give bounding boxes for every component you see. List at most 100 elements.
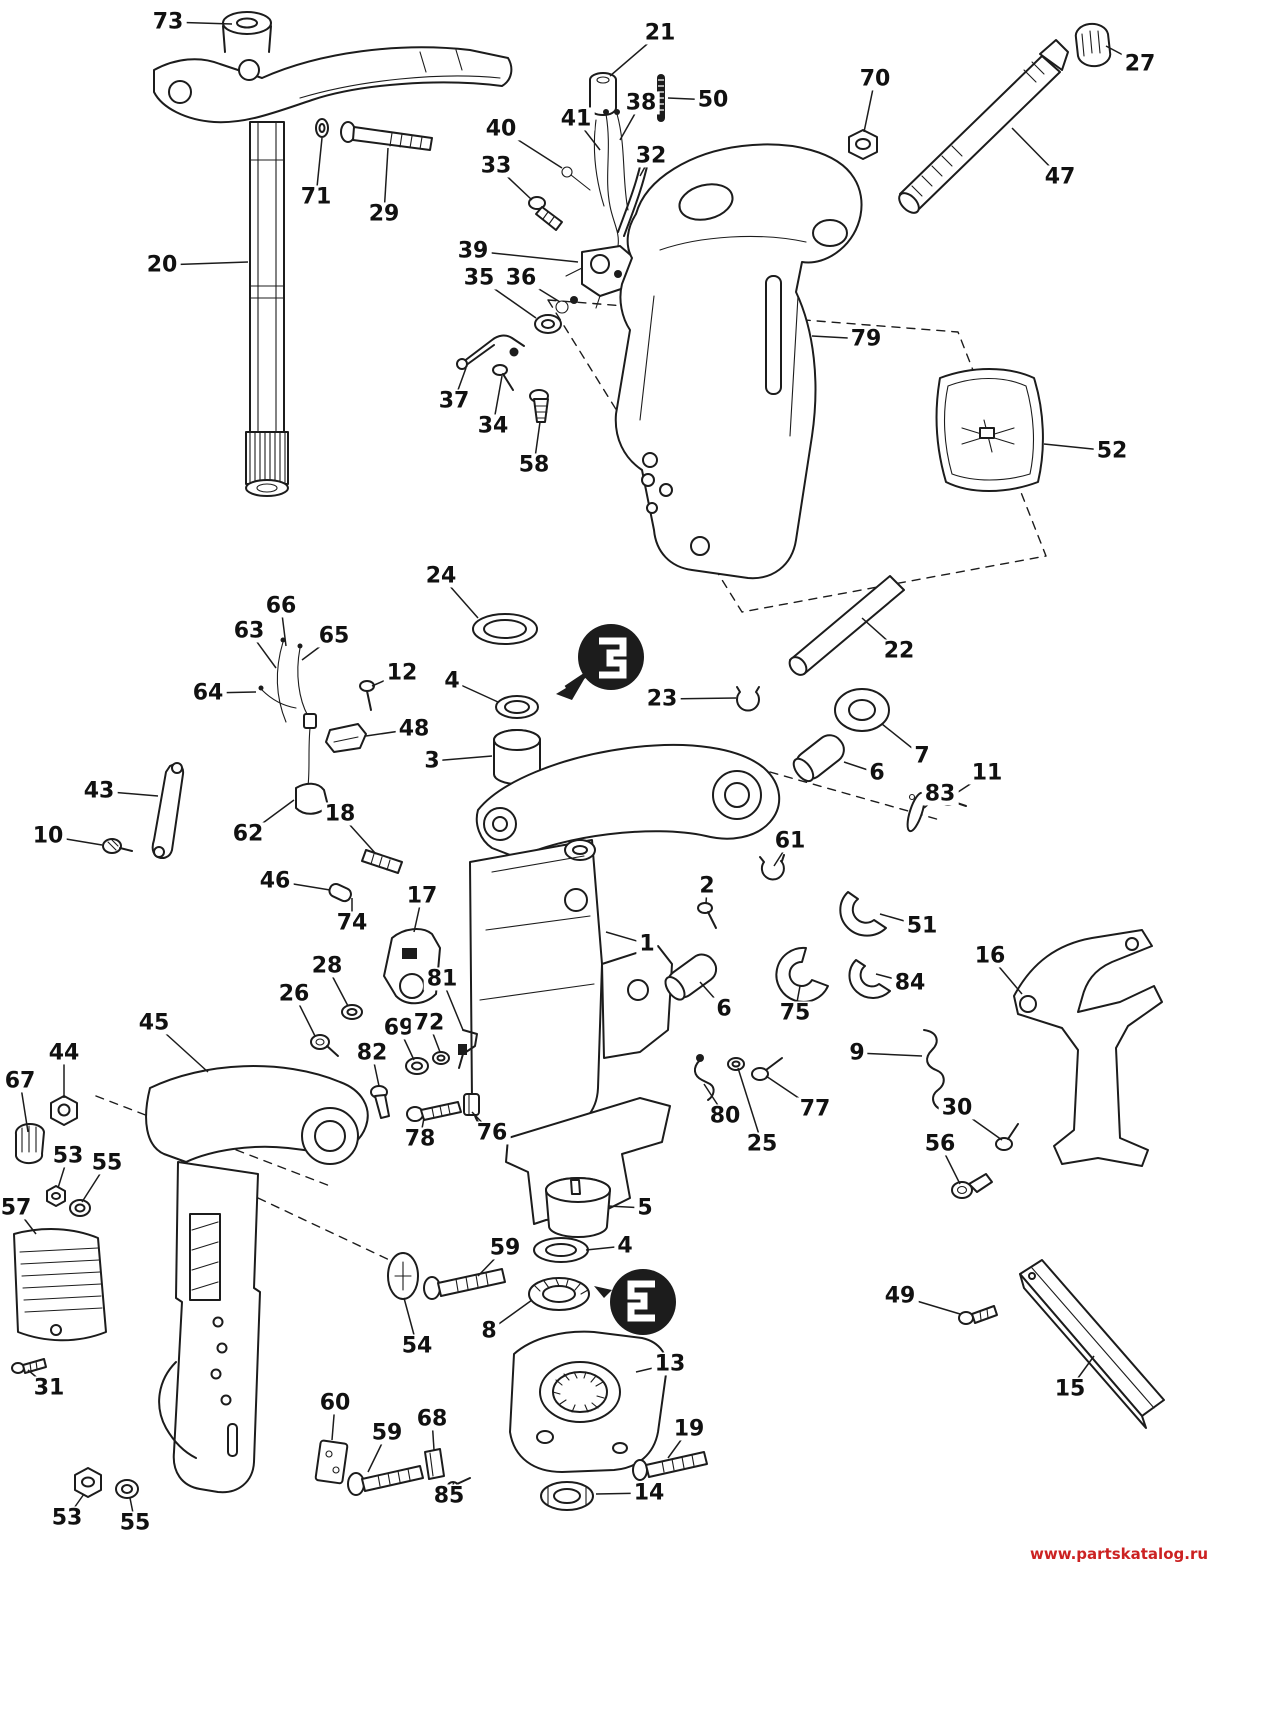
part-plate-52 — [935, 368, 1044, 492]
callout-60: 60 — [316, 1391, 354, 1415]
callout-50: 50 — [694, 88, 732, 112]
callout-83: 83 — [921, 782, 959, 806]
part-swivel-bracket-79 — [547, 143, 1047, 613]
callout-43: 43 — [80, 779, 118, 803]
callout-49: 49 — [881, 1284, 919, 1308]
callout-37: 37 — [435, 389, 473, 413]
callout-41: 41 — [557, 107, 595, 131]
callout-36: 36 — [502, 266, 540, 290]
callout-8: 8 — [478, 1319, 500, 1343]
callout-21: 21 — [641, 21, 679, 45]
callout-20: 20 — [143, 253, 181, 277]
callout-10: 10 — [29, 824, 67, 848]
callout-29: 29 — [365, 202, 403, 226]
callout-71: 71 — [297, 185, 335, 209]
callout-44: 44 — [45, 1041, 83, 1065]
callout-76: 76 — [473, 1121, 511, 1145]
callout-46: 46 — [256, 869, 294, 893]
part-steering-arm-and-swivel-shaft — [153, 11, 513, 497]
callout-52: 52 — [1093, 439, 1131, 463]
leader-line-25 — [737, 1067, 763, 1145]
part-top-hardware-cluster — [456, 72, 665, 423]
part-stern-bracket-45 — [11, 1065, 399, 1499]
callout-16: 16 — [971, 944, 1009, 968]
callout-11: 11 — [968, 761, 1006, 785]
callout-69: 69 — [380, 1016, 418, 1040]
callout-34: 34 — [474, 414, 512, 438]
callout-72: 72 — [410, 1011, 448, 1035]
callout-75: 75 — [776, 1001, 814, 1025]
callout-73: 73 — [149, 10, 187, 34]
part-tilt-tube-47 — [848, 22, 1112, 214]
callout-9: 9 — [846, 1041, 868, 1065]
callout-53: 53 — [49, 1144, 87, 1168]
callout-55: 55 — [88, 1151, 126, 1175]
callout-78: 78 — [401, 1127, 439, 1151]
callout-56: 56 — [921, 1132, 959, 1156]
callout-13: 13 — [651, 1352, 689, 1376]
callout-47: 47 — [1041, 165, 1079, 189]
callout-54: 54 — [398, 1334, 436, 1358]
callout-2: 2 — [696, 874, 718, 898]
callout-4: 4 — [614, 1234, 636, 1258]
callout-59: 59 — [486, 1236, 524, 1260]
callout-53: 53 — [48, 1506, 86, 1530]
callout-85: 85 — [430, 1484, 468, 1508]
callout-3: 3 — [421, 749, 443, 773]
watermark-text: www.partskatalog.ru — [1030, 1545, 1209, 1563]
callout-1: 1 — [636, 932, 658, 956]
callout-64: 64 — [189, 681, 227, 705]
part-upper-bushings-and-marker — [472, 613, 644, 785]
callout-35: 35 — [460, 266, 498, 290]
callout-7: 7 — [911, 744, 933, 768]
callout-6: 6 — [713, 997, 735, 1021]
callout-48: 48 — [395, 717, 433, 741]
part-upper-tilt-hardware — [736, 575, 967, 833]
callout-38: 38 — [622, 91, 660, 115]
callout-30: 30 — [938, 1096, 976, 1120]
callout-79: 79 — [847, 327, 885, 351]
callout-22: 22 — [880, 639, 918, 663]
callout-27: 27 — [1121, 52, 1159, 76]
callout-26: 26 — [275, 982, 313, 1006]
callout-63: 63 — [230, 619, 268, 643]
callout-77: 77 — [796, 1097, 834, 1121]
callout-12: 12 — [383, 661, 421, 685]
callout-14: 14 — [630, 1481, 668, 1505]
callout-66: 66 — [262, 594, 300, 618]
callout-65: 65 — [315, 624, 353, 648]
callout-24: 24 — [422, 564, 460, 588]
callout-33: 33 — [477, 154, 515, 178]
callout-84: 84 — [891, 971, 929, 995]
callout-25: 25 — [743, 1132, 781, 1156]
callout-32: 32 — [632, 144, 670, 168]
callout-51: 51 — [903, 914, 941, 938]
part-lower-mount-assembly — [314, 1177, 708, 1511]
callout-81: 81 — [423, 967, 461, 991]
callout-61: 61 — [771, 829, 809, 853]
callout-45: 45 — [135, 1011, 173, 1035]
callout-74: 74 — [333, 911, 371, 935]
callout-19: 19 — [670, 1417, 708, 1441]
callout-57: 57 — [0, 1196, 35, 1220]
callout-70: 70 — [856, 67, 894, 91]
part-left-hardware-cluster — [102, 637, 480, 1122]
callout-40: 40 — [482, 117, 520, 141]
part-right-hardware-cluster — [664, 854, 1019, 1199]
callout-55: 55 — [116, 1511, 154, 1535]
callout-31: 31 — [30, 1376, 68, 1400]
callout-62: 62 — [229, 822, 267, 846]
part-stern-bracket-16 — [1013, 929, 1163, 1167]
highlight-marker-icon — [594, 1269, 676, 1335]
callout-6: 6 — [866, 761, 888, 785]
callout-28: 28 — [308, 954, 346, 978]
leader-line-9 — [856, 1052, 923, 1057]
part-lower-mount-bracket-15 — [958, 1259, 1165, 1429]
callout-23: 23 — [643, 687, 681, 711]
callout-80: 80 — [706, 1104, 744, 1128]
callout-68: 68 — [413, 1407, 451, 1431]
callout-17: 17 — [403, 884, 441, 908]
